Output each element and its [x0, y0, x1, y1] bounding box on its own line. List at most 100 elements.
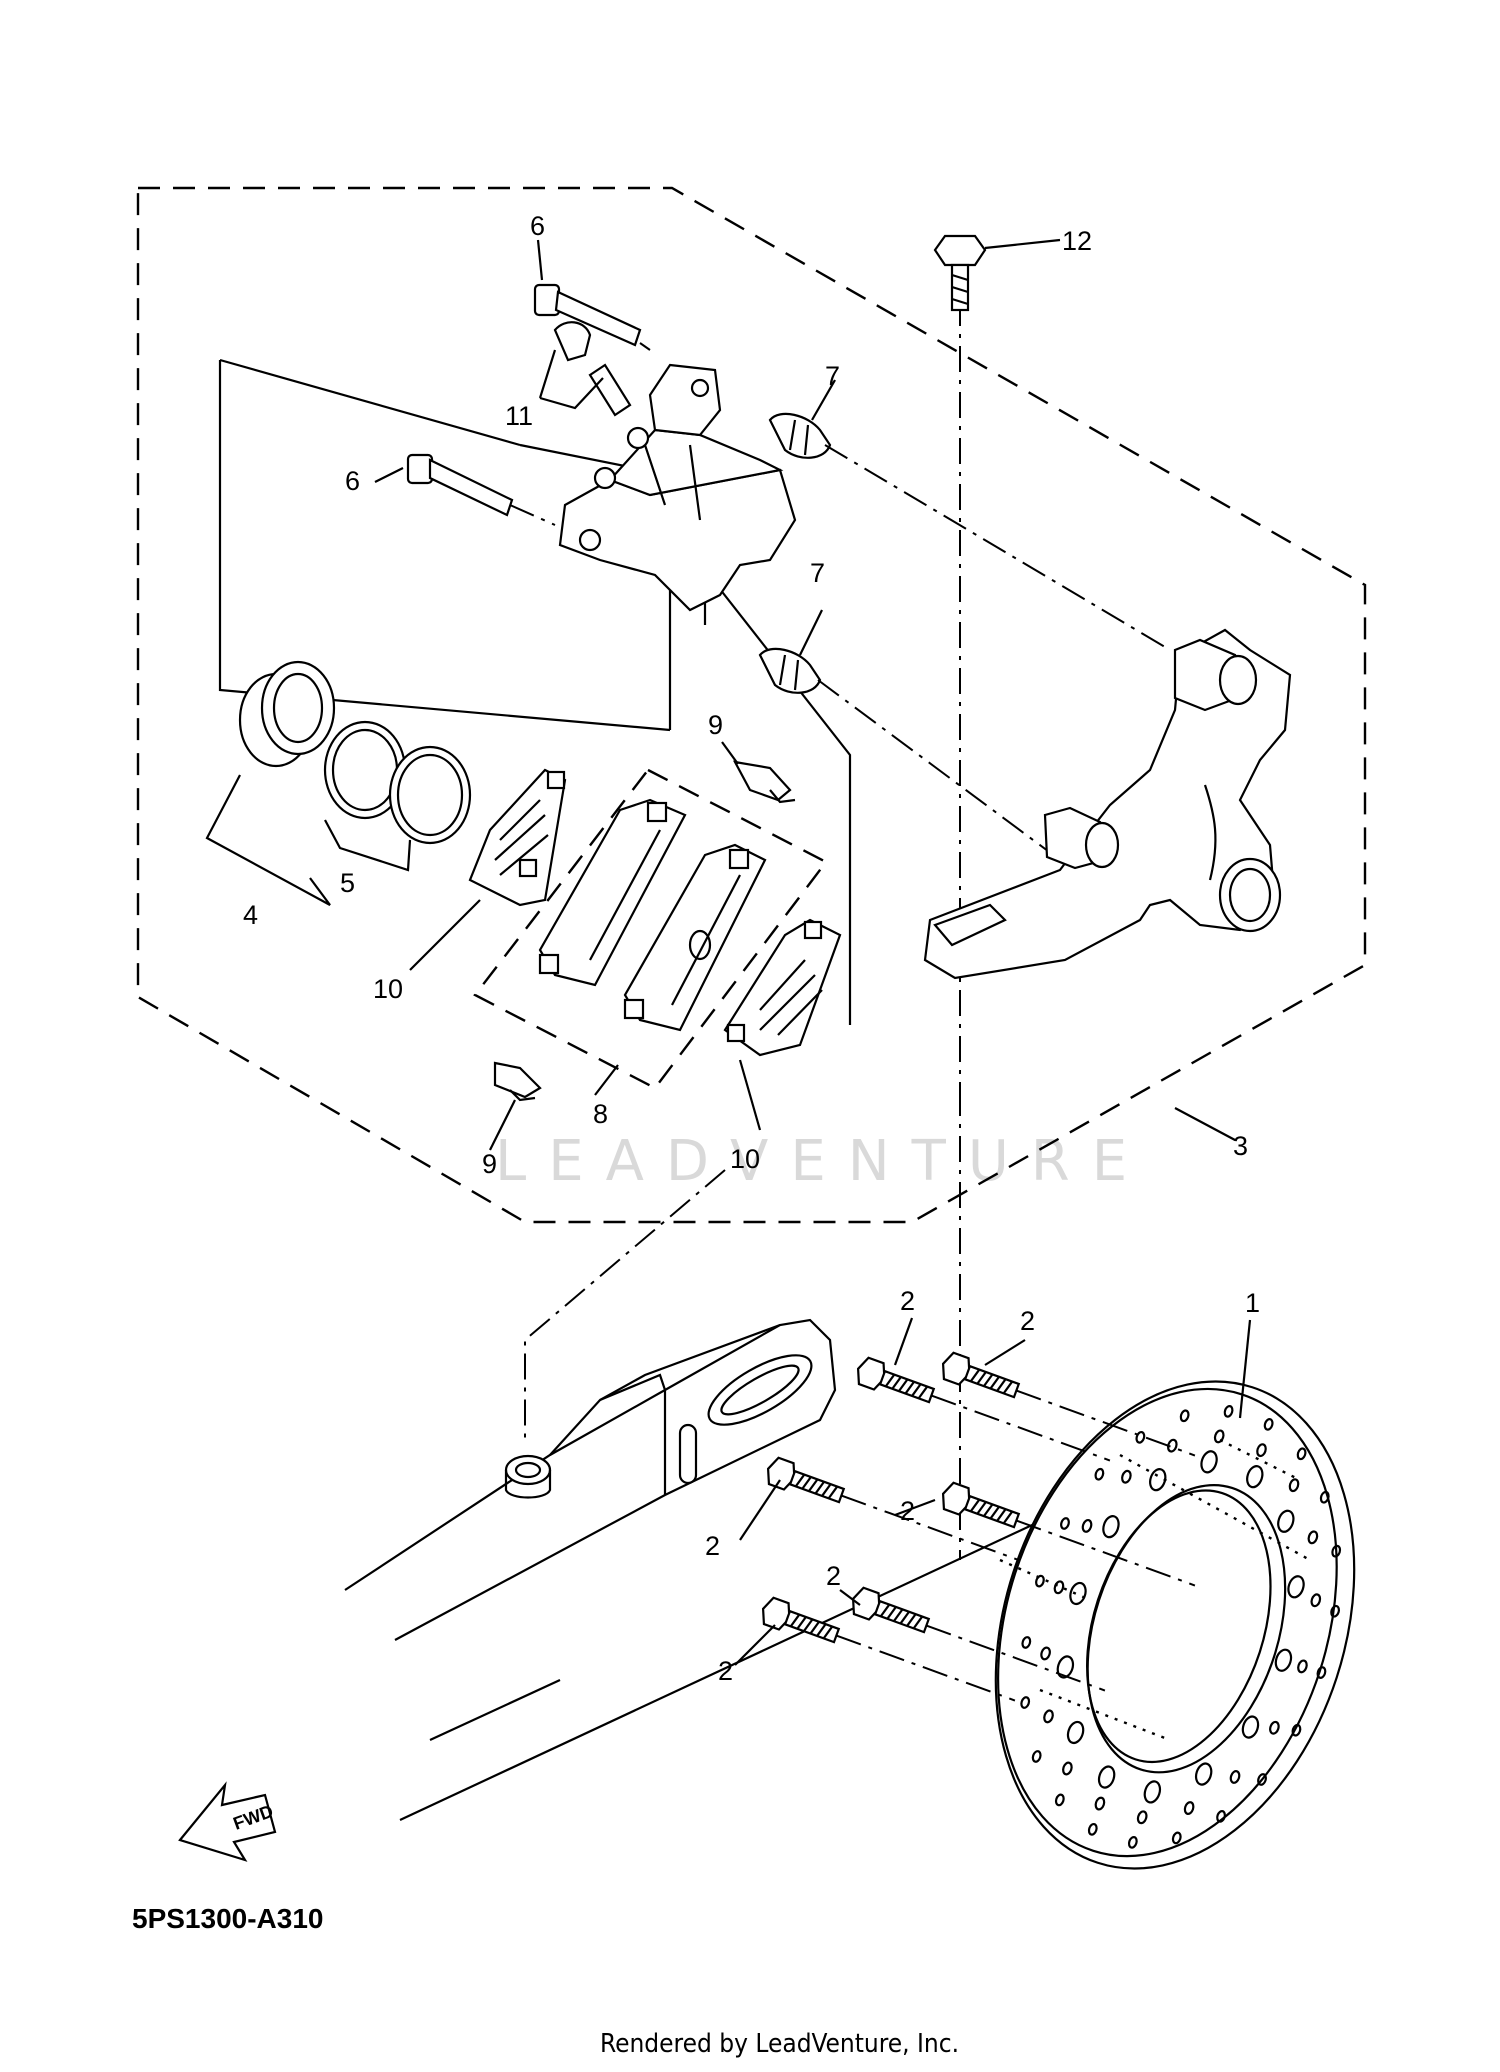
disc-hole — [1020, 1696, 1031, 1709]
leader-2 — [739, 1479, 781, 1541]
disc-hole — [1297, 1659, 1308, 1674]
disc-hole — [1216, 1810, 1226, 1823]
disc-hole — [1136, 1810, 1148, 1825]
disc-hole — [1081, 1518, 1093, 1533]
leader-2 — [894, 1498, 936, 1517]
disc-hole — [1040, 1646, 1051, 1661]
callout-6: 6 — [530, 211, 545, 241]
disc-hole — [1127, 1835, 1138, 1849]
leader-12 — [984, 238, 1061, 250]
callout-10: 10 — [730, 1144, 760, 1174]
axis-line — [639, 342, 651, 351]
disc-hole — [1060, 1517, 1070, 1530]
disc-hole — [1330, 1604, 1340, 1618]
leader-5 — [324, 819, 412, 872]
bleed-screw — [553, 321, 632, 417]
axis-line — [524, 1169, 726, 1440]
disc-bolt — [851, 1586, 1106, 1692]
disc-hole — [1066, 1720, 1085, 1745]
disc-hole — [1296, 1447, 1307, 1461]
brake-pad-inner — [623, 843, 767, 1032]
disc-hole — [1307, 1530, 1319, 1545]
piston — [238, 660, 336, 768]
disc-hole — [1246, 1465, 1264, 1489]
disc-hole — [1287, 1575, 1305, 1599]
disc-bolt — [766, 1456, 1021, 1562]
disc-hole — [1183, 1801, 1195, 1816]
disc-hole — [1223, 1405, 1234, 1418]
disc-hole — [1166, 1438, 1178, 1453]
leader-1 — [1238, 1319, 1252, 1419]
disc-hole — [1121, 1469, 1132, 1484]
callout-2: 2 — [1020, 1306, 1035, 1336]
disc-hole — [1319, 1490, 1330, 1504]
leader-11 — [539, 377, 604, 410]
callout-2: 2 — [826, 1561, 841, 1591]
disc-hole — [1056, 1655, 1075, 1679]
disc-hole — [1256, 1443, 1267, 1458]
disc-hole — [1171, 1831, 1182, 1845]
leader-2 — [839, 1589, 861, 1606]
disc-hole — [1102, 1515, 1120, 1539]
callout-2: 2 — [705, 1531, 720, 1561]
leader-9b — [489, 1099, 516, 1151]
leader-11b — [538, 349, 557, 399]
brake-pad-outer — [538, 798, 687, 987]
fwd-arrow-icon: FWD — [178, 1781, 277, 1862]
axis-line — [824, 444, 1171, 651]
piston-seal — [323, 720, 407, 820]
callout-5: 5 — [340, 868, 355, 898]
leader-2 — [734, 1624, 776, 1666]
disc-hole — [1241, 1715, 1260, 1739]
callout-4: 4 — [243, 900, 258, 930]
pad-shim-right — [723, 918, 842, 1057]
axis-line — [817, 679, 1061, 861]
disc-hole — [1331, 1544, 1342, 1558]
disc-hole — [1043, 1709, 1054, 1724]
disc-hole — [1269, 1720, 1280, 1735]
disc-bolts — [734, 1317, 1311, 1742]
disc-bolt — [761, 1596, 1016, 1702]
disc-hole — [1094, 1467, 1105, 1481]
callout-10: 10 — [373, 974, 403, 1004]
diagram-code: 5PS1300-A310 — [132, 1903, 323, 1934]
axis-line — [509, 504, 556, 526]
caliper-assembly-boundary — [136, 186, 1367, 1224]
disc-hole — [1288, 1478, 1300, 1493]
disc-hole — [1179, 1409, 1190, 1423]
disc-hole — [1200, 1450, 1218, 1474]
callout-9: 9 — [708, 710, 723, 740]
leader-6a — [536, 239, 544, 281]
leader-3 — [1174, 1107, 1236, 1141]
disc-hole — [1263, 1418, 1274, 1431]
disc-hole — [1274, 1648, 1293, 1672]
brake-disc — [994, 1380, 1356, 1870]
callout-6: 6 — [345, 466, 360, 496]
callout-7: 7 — [810, 558, 825, 588]
disc-hole — [1316, 1666, 1327, 1679]
slide-pin-upper — [533, 283, 642, 347]
disc-hole — [1277, 1509, 1295, 1533]
watermark: LEADVENTURE — [495, 1129, 1149, 1194]
footer-credit: Rendered by LeadVenture, Inc. — [600, 2029, 959, 2059]
disc-bolt — [856, 1356, 1111, 1462]
callout-11: 11 — [505, 401, 533, 431]
dust-seal — [388, 745, 472, 845]
leader-4 — [205, 774, 331, 906]
disc-hole — [1143, 1780, 1162, 1804]
disc-hole — [1149, 1468, 1167, 1492]
callout-2: 2 — [900, 1286, 915, 1316]
disc-hole — [1031, 1750, 1042, 1763]
leader-7b — [799, 609, 823, 656]
piston-group-bracket — [218, 360, 671, 732]
callout-3: 3 — [1233, 1131, 1248, 1161]
disc-hole — [1310, 1593, 1322, 1608]
disc-hole — [1291, 1723, 1302, 1737]
disc-hole — [1035, 1574, 1045, 1588]
pad-clip-upper — [732, 760, 796, 804]
disc-bolt — [941, 1481, 1196, 1587]
disc-hole — [1213, 1429, 1225, 1444]
leader-10b — [738, 1059, 762, 1131]
disc-hole — [1054, 1793, 1065, 1807]
leader-2 — [984, 1339, 1026, 1366]
